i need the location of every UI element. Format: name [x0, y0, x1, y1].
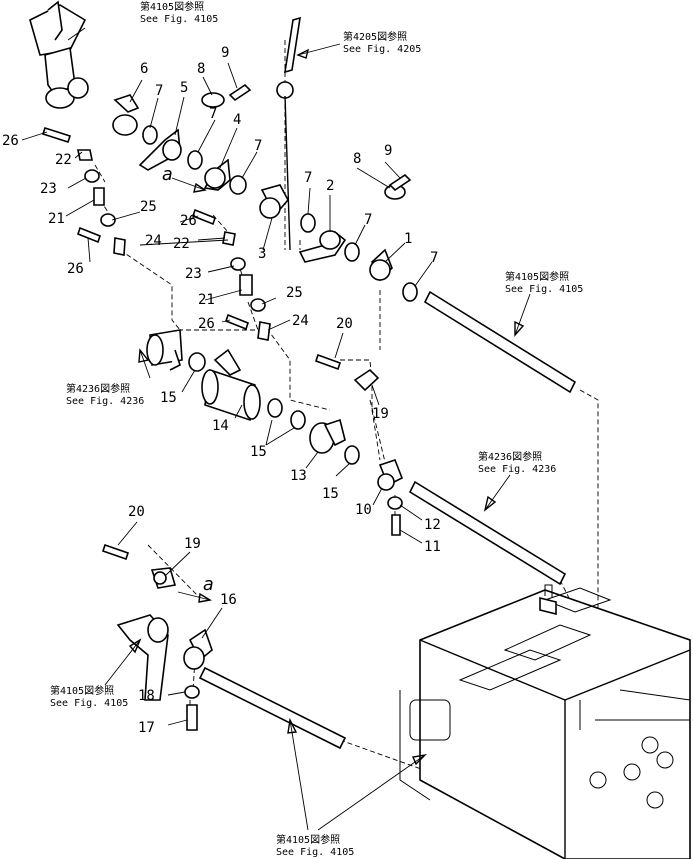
callout-15: 15 [160, 390, 177, 406]
callout-21: 21 [48, 211, 65, 227]
ref-4205-en: See Fig. 4205 [343, 44, 421, 55]
callout-22: 22 [55, 152, 72, 168]
figure-references: 第4105図参照 See Fig. 4105 第4205図参照 See Fig.… [50, 0, 583, 858]
shafts [198, 290, 577, 750]
callout-7: 7 [254, 138, 262, 154]
callout-9: 9 [221, 45, 229, 61]
upper-rod [276, 16, 301, 251]
ref-4105-lowleft-en: See Fig. 4105 [50, 698, 128, 709]
callout-19: 19 [184, 536, 201, 552]
callout-2: 2 [326, 178, 334, 194]
callout-1: 1 [404, 231, 412, 247]
callout-5: 5 [180, 80, 188, 96]
callout-23: 23 [185, 266, 202, 282]
callout-7: 7 [304, 170, 312, 186]
callout-26: 26 [67, 261, 84, 277]
callout-15: 15 [322, 486, 339, 502]
ref-4105-bottom-en: See Fig. 4105 [276, 847, 354, 858]
callout-25: 25 [140, 199, 157, 215]
callout-26: 26 [2, 133, 19, 149]
ref-4236-left-en: See Fig. 4236 [66, 396, 144, 407]
callout-18: 18 [138, 688, 155, 704]
callout-13: 13 [290, 468, 307, 484]
callout-letter-a: a [162, 164, 173, 185]
callout-26: 26 [180, 213, 197, 229]
callout-14: 14 [212, 418, 229, 434]
callout-26: 26 [198, 316, 215, 332]
callout-22: 22 [173, 236, 190, 252]
callout-24: 24 [145, 233, 162, 249]
callout-6: 6 [140, 61, 148, 77]
callout-numbers: 6 8 9 5 7 7 4 7 26 22 23 21 25 26 24 26 … [2, 45, 441, 736]
top-left-bracket [29, 0, 89, 109]
ref-4205-jp: 第4205図参照 [343, 30, 407, 43]
callout-20: 20 [128, 504, 145, 520]
ref-4105-right-jp: 第4105図参照 [505, 270, 569, 283]
ref-4105-lowleft-jp: 第4105図参照 [50, 684, 114, 697]
callout-7: 7 [430, 250, 438, 266]
callout-8: 8 [197, 61, 205, 77]
lower-right-parts [377, 459, 404, 536]
callout-9: 9 [384, 143, 392, 159]
callout-15: 15 [250, 444, 267, 460]
callout-11: 11 [424, 539, 441, 555]
ref-4105-top-jp: 第4105図参照 [140, 0, 204, 13]
callout-7: 7 [364, 212, 372, 228]
ref-4236-left-jp: 第4236図参照 [66, 382, 130, 395]
leader-lines [21, 27, 531, 831]
middle-assembly [146, 329, 360, 465]
ref-4236-right-en: See Fig. 4236 [478, 464, 556, 475]
callout-20: 20 [336, 316, 353, 332]
lower-left-assembly [101, 543, 213, 731]
callout-23: 23 [40, 181, 57, 197]
callout-21: 21 [198, 292, 215, 308]
callout-19: 19 [372, 406, 389, 422]
callout-8: 8 [353, 151, 361, 167]
callout-12: 12 [424, 517, 441, 533]
callout-24: 24 [292, 313, 309, 329]
ref-4105-bottom-jp: 第4105図参照 [276, 833, 340, 846]
callout-7: 7 [209, 106, 217, 122]
callout-10: 10 [355, 502, 372, 518]
callout-3: 3 [258, 246, 266, 262]
callout-25: 25 [286, 285, 303, 301]
ref-4236-right-jp: 第4236図参照 [478, 450, 542, 463]
callout-7: 7 [155, 83, 163, 99]
frame-housing [399, 584, 691, 859]
callout-17: 17 [138, 720, 155, 736]
callout-16: 16 [220, 592, 237, 608]
callout-letter-a: a [203, 574, 214, 595]
callout-4: 4 [233, 112, 241, 128]
ref-4105-right-en: See Fig. 4105 [505, 284, 583, 295]
small-parts [41, 83, 418, 392]
ref-4105-top-en: See Fig. 4105 [140, 14, 218, 25]
